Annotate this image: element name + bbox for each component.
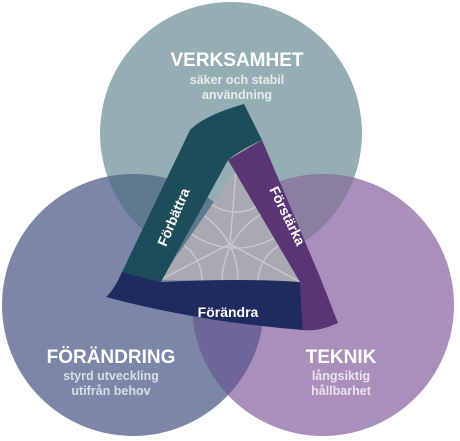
title-verksamhet: VERKSAMHET (170, 50, 303, 71)
subtitle-teknik-2: hållbarhet (311, 384, 372, 398)
band-forandra (106, 272, 303, 330)
subtitle-verksamhet-1: säker och stabil (190, 73, 285, 87)
center-triangle (159, 169, 301, 283)
band-forstarka (228, 140, 338, 331)
band-forbattra (122, 104, 262, 282)
subtitle-forandring-2: utifrån behov (71, 384, 150, 398)
band-label-forandra: Förändra (198, 304, 259, 320)
title-forandring: FÖRÄNDRING (47, 347, 176, 368)
subtitle-teknik-1: långsiktig (312, 369, 370, 383)
title-teknik: TEKNIK (306, 347, 377, 368)
subtitle-forandring-1: styrd utveckling (63, 369, 159, 383)
subtitle-verksamhet-2: användning (202, 88, 272, 102)
